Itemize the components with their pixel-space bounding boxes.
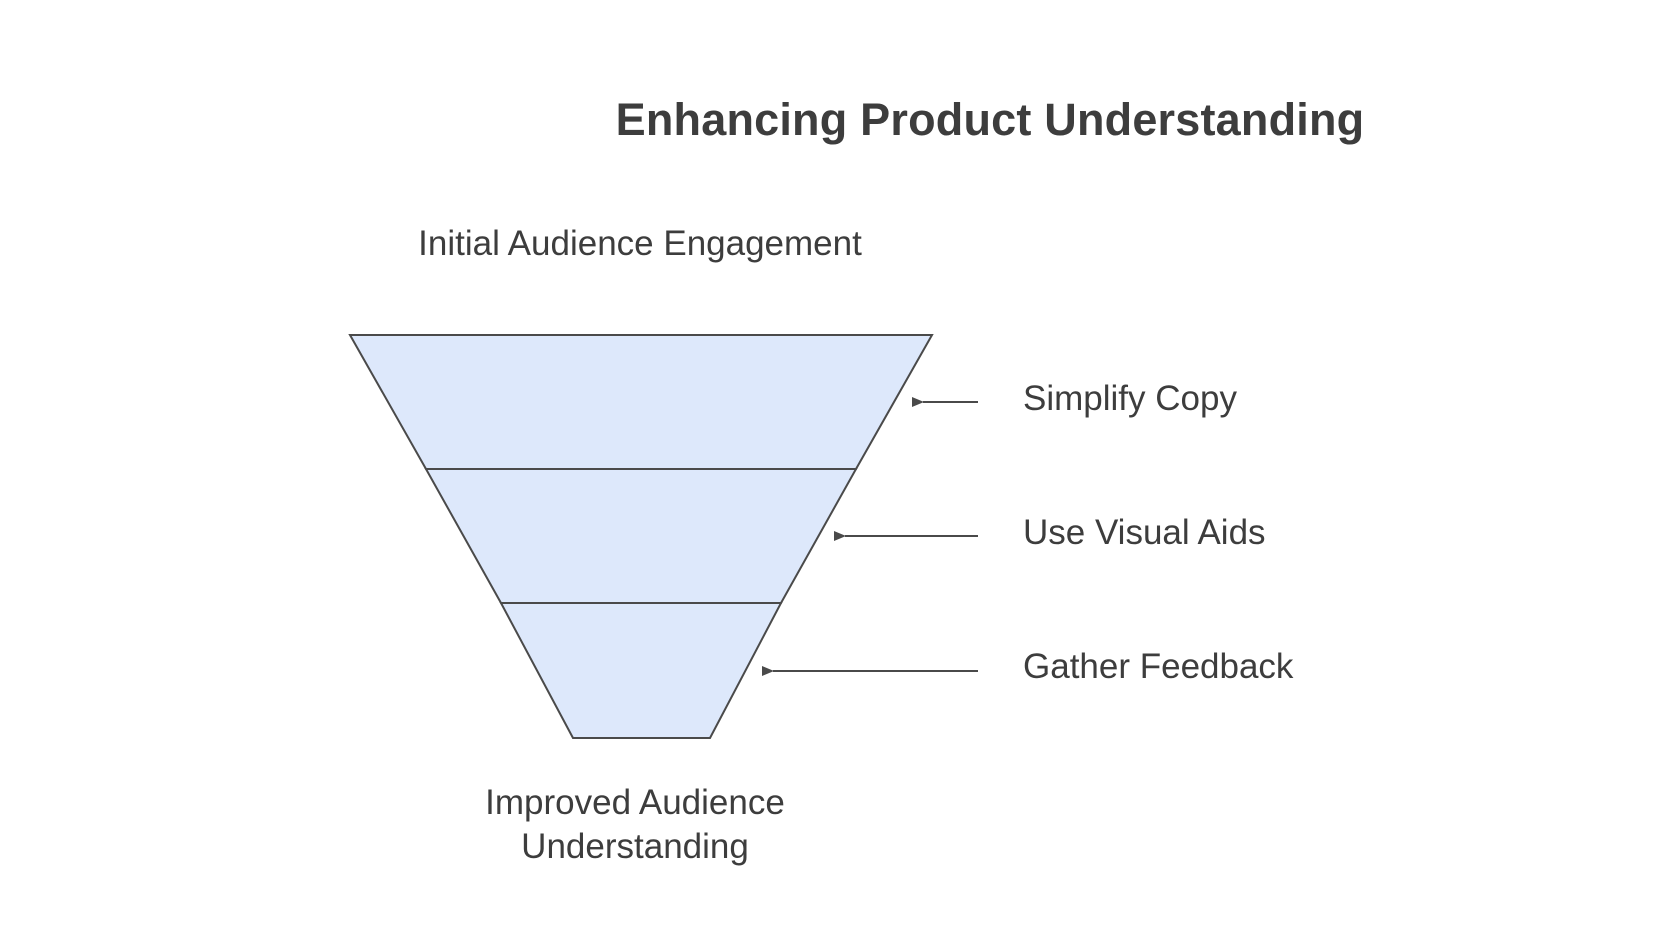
stage-label-use-visual-aids: Use Visual Aids xyxy=(1023,513,1266,552)
stage-label-simplify-copy: Simplify Copy xyxy=(1023,379,1237,418)
funnel-segment-2 xyxy=(424,468,858,604)
stage-label-gather-feedback: Gather Feedback xyxy=(1023,647,1294,686)
diagram-title: Enhancing Product Understanding xyxy=(615,94,1365,145)
funnel-bottom-label: Improved Audience Understanding xyxy=(485,783,785,866)
funnel-segment-1 xyxy=(348,334,934,470)
funnel-top-label: Initial Audience Engagement xyxy=(418,224,862,263)
funnel-segment-3 xyxy=(499,602,783,739)
